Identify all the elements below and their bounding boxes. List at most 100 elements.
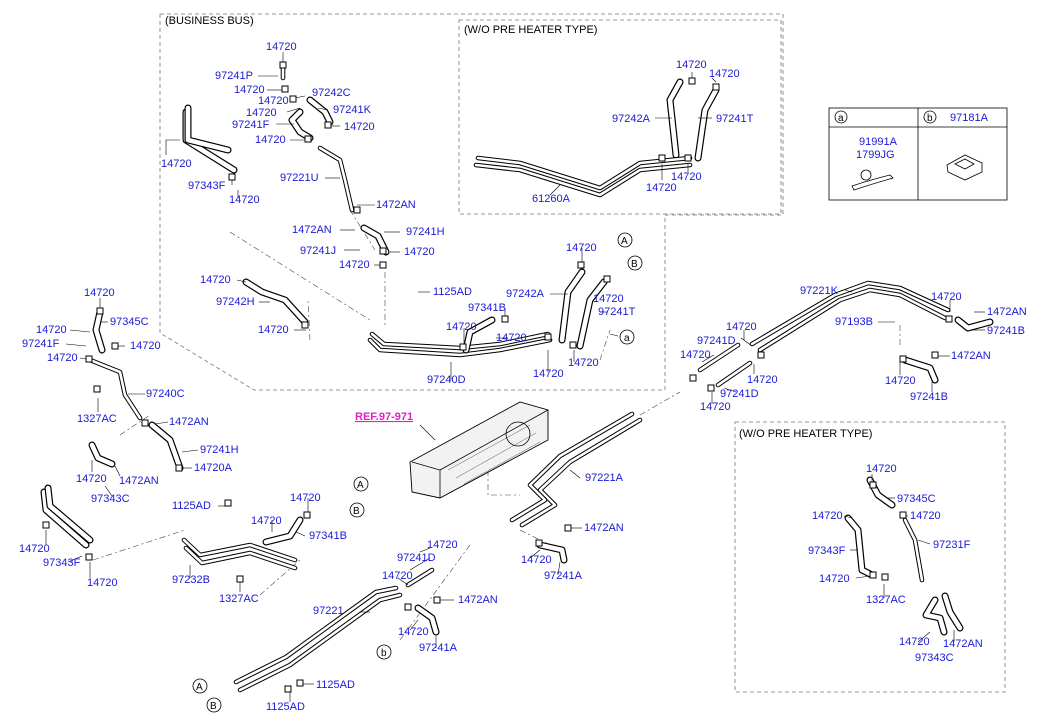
part-label: 14720 xyxy=(680,349,711,361)
marker-a: a xyxy=(624,333,630,344)
part-label: 97241B xyxy=(910,391,948,403)
part-label: 1125AD xyxy=(433,286,472,298)
part-label: 1472AN xyxy=(169,416,209,428)
legend-b-part: 97181A xyxy=(950,112,989,124)
business-bus-frame xyxy=(159,13,784,391)
marker-A-bottom: A xyxy=(196,682,203,693)
part-label: 14720 xyxy=(676,59,707,71)
part-label: 14720 xyxy=(258,95,289,107)
ref-link[interactable]: REF.97-971 xyxy=(355,411,413,423)
part-label: 14720 xyxy=(130,340,161,352)
part-label: 97242A xyxy=(612,113,651,125)
wo-pre-heater-right-frame xyxy=(734,421,1006,693)
part-label: 14720 xyxy=(161,158,192,170)
part-label: 1125AD xyxy=(316,679,355,691)
part-label: 97241P xyxy=(215,70,253,82)
part-label: 14720 xyxy=(931,291,962,303)
legend-b-letter: b xyxy=(927,113,933,124)
part-label: 1472AN xyxy=(943,638,983,650)
part-label: 97193B xyxy=(835,316,873,328)
part-label: 14720 xyxy=(266,41,297,53)
leader-lines xyxy=(45,52,985,702)
marker-A-left: A xyxy=(357,480,364,491)
legend-a-letter: a xyxy=(838,113,844,124)
part-label: 1472AN xyxy=(376,199,416,211)
part-label: 14720 xyxy=(533,368,564,380)
part-label: 97341B xyxy=(468,302,506,314)
part-label: 97242C xyxy=(312,87,351,99)
hoses-and-pipes xyxy=(40,65,994,693)
section-title-wo-pre-heater-right: (W/O PRE HEATER TYPE) xyxy=(739,428,872,440)
part-label: 97240D xyxy=(427,374,466,386)
part-label: 14720 xyxy=(246,107,277,119)
part-label: 14720 xyxy=(251,515,282,527)
part-label: 14720 xyxy=(646,182,677,194)
part-label: 97343C xyxy=(915,652,954,664)
part-label: 14720 xyxy=(446,321,477,333)
part-label: 1125AD xyxy=(172,500,211,512)
part-label: 14720 xyxy=(339,259,370,271)
part-label: 97343F xyxy=(43,557,81,569)
part-label: 14720 xyxy=(19,543,50,555)
marker-A: A xyxy=(621,236,628,247)
part-label: 97232B xyxy=(172,574,210,586)
circle-markers: A B a A B b A B xyxy=(192,232,643,713)
part-label: 97241J xyxy=(300,245,336,257)
part-label: 14720 xyxy=(200,274,231,286)
part-label: 1472AN xyxy=(458,594,498,606)
part-label: 14720 xyxy=(671,171,702,183)
part-label: 14720 xyxy=(496,332,527,344)
part-label: 14720A xyxy=(194,462,233,474)
marker-B-bottom: B xyxy=(210,701,217,712)
part-label: 97241A xyxy=(544,570,583,582)
part-label: 14720 xyxy=(819,573,850,585)
part-label: 14720 xyxy=(398,626,429,638)
part-label: 97343F xyxy=(188,180,226,192)
part-label: 97221A xyxy=(585,472,624,484)
part-label: 1327AC xyxy=(77,413,117,425)
marker-B-left: B xyxy=(353,506,360,517)
part-label: 97241D xyxy=(697,335,736,347)
part-label: 1327AC xyxy=(866,594,906,606)
part-label: 14720 xyxy=(910,510,941,522)
part-label: 1125AD xyxy=(266,701,305,713)
part-label: 97241D xyxy=(720,388,759,400)
part-label: 97241B xyxy=(987,325,1025,337)
marker-B: B xyxy=(631,259,638,270)
part-label: 14720 xyxy=(566,242,597,254)
section-title-business-bus: (BUSINESS BUS) xyxy=(165,15,254,27)
part-label: 14720 xyxy=(404,246,435,258)
part-label: 14720 xyxy=(47,352,78,364)
part-label: 1327AC xyxy=(219,593,259,605)
part-label: 14720 xyxy=(521,554,552,566)
part-label: 97240C xyxy=(146,388,185,400)
part-label: 97343C xyxy=(91,493,130,505)
part-label: 1472AN xyxy=(951,350,991,362)
legend-table: a b 97181A 91991A 1799JG xyxy=(828,107,1008,201)
part-label: 1472AN xyxy=(292,224,332,236)
part-label: 14720 xyxy=(76,473,107,485)
part-label: 14720 xyxy=(290,492,321,504)
part-label: 14720 xyxy=(593,293,624,305)
part-label: 1472AN xyxy=(987,306,1027,318)
clamps xyxy=(42,61,953,693)
legend-a-part1: 91991A xyxy=(859,136,898,148)
part-label: 14720 xyxy=(234,84,265,96)
part-labels: 14720 97241P 14720 97242C 14720 97241K 1… xyxy=(19,41,1027,713)
part-label: 14720 xyxy=(427,539,458,551)
part-label: 61260A xyxy=(532,193,571,205)
part-label: 14720 xyxy=(866,463,897,475)
cable-tie-icon xyxy=(851,174,894,191)
part-label: 97241T xyxy=(716,113,754,125)
part-label: 97221 xyxy=(313,605,344,617)
part-label: 14720 xyxy=(700,401,731,413)
part-label: 97221U xyxy=(280,172,319,184)
part-label: 14720 xyxy=(568,357,599,369)
part-label: 14720 xyxy=(709,68,740,80)
part-label: 1472AN xyxy=(584,522,624,534)
part-label: 97241F xyxy=(232,119,270,131)
clip-icon xyxy=(946,154,983,181)
part-label: 14720 xyxy=(885,375,916,387)
section-title-wo-pre-heater-top: (W/O PRE HEATER TYPE) xyxy=(464,24,597,36)
